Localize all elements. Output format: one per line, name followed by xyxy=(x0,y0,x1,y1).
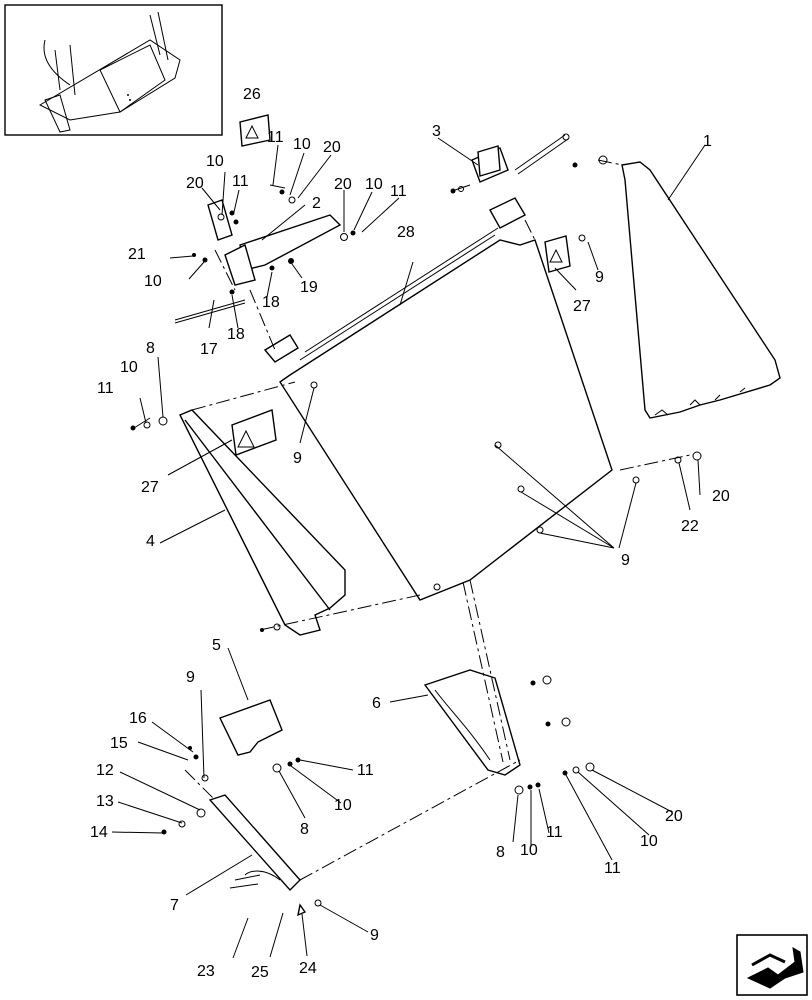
callout-25: 25 xyxy=(251,964,269,981)
callout-11: 11 xyxy=(546,824,563,841)
callout-16: 16 xyxy=(129,710,147,727)
next-page-arrow-icon[interactable] xyxy=(736,934,808,996)
callout-10: 10 xyxy=(365,176,383,193)
callout-24: 24 xyxy=(299,960,317,977)
callout-10: 10 xyxy=(334,797,352,814)
callout-11: 11 xyxy=(232,173,249,190)
callout-4: 4 xyxy=(146,533,155,550)
callout-17: 17 xyxy=(200,341,218,358)
callout-18: 18 xyxy=(227,326,245,343)
callout-9: 9 xyxy=(293,450,302,467)
callout-2: 2 xyxy=(312,195,321,212)
callout-27: 27 xyxy=(573,298,591,315)
callout-10: 10 xyxy=(206,153,224,170)
callout-10: 10 xyxy=(120,359,138,376)
callout-19: 19 xyxy=(300,279,318,296)
callout-1: 1 xyxy=(703,133,712,150)
lower-right-bracket xyxy=(423,669,521,776)
callout-20: 20 xyxy=(712,488,730,505)
lower-left-bracket xyxy=(208,699,301,892)
hinge-bracket xyxy=(454,133,570,191)
callout-11: 11 xyxy=(97,380,114,397)
callout-9: 9 xyxy=(186,669,195,686)
callout-20: 20 xyxy=(186,175,204,192)
callout-20: 20 xyxy=(665,808,683,825)
callout-6: 6 xyxy=(372,695,381,712)
callout-11: 11 xyxy=(390,183,407,200)
callout-9: 9 xyxy=(621,552,630,569)
callout-13: 13 xyxy=(96,793,114,810)
callout-11: 11 xyxy=(267,129,284,146)
callout-8: 8 xyxy=(146,340,155,357)
leader-lines xyxy=(111,137,706,959)
callout-22: 22 xyxy=(681,518,699,535)
callout-9: 9 xyxy=(595,269,604,286)
callout-8: 8 xyxy=(300,821,309,838)
callout-5: 5 xyxy=(212,637,221,654)
callout-20: 20 xyxy=(323,139,341,156)
callout-11: 11 xyxy=(357,762,374,779)
warning-decal-icon xyxy=(231,114,571,456)
callout-8: 8 xyxy=(496,844,505,861)
main-panel xyxy=(263,197,613,601)
callout-20: 20 xyxy=(334,176,352,193)
callout-26: 26 xyxy=(243,86,261,103)
callout-10: 10 xyxy=(293,136,311,153)
callout-3: 3 xyxy=(432,123,441,140)
callout-21: 21 xyxy=(128,246,146,263)
callout-labels: 1 2 3 4 5 6 7 8 8 8 9 9 9 9 9 10 10 10 1… xyxy=(90,86,730,981)
upper-bracket xyxy=(174,199,342,324)
callout-14: 14 xyxy=(90,824,108,841)
callout-28: 28 xyxy=(397,224,415,241)
callout-11: 11 xyxy=(604,860,621,877)
callout-10: 10 xyxy=(520,842,538,859)
callout-23: 23 xyxy=(197,963,215,980)
callout-7: 7 xyxy=(170,897,179,914)
callout-27: 27 xyxy=(141,479,159,496)
left-side-shield xyxy=(179,409,346,636)
callout-18: 18 xyxy=(262,294,280,311)
callout-10: 10 xyxy=(640,833,658,850)
callout-9: 9 xyxy=(370,927,379,944)
callout-15: 15 xyxy=(110,735,128,752)
callout-12: 12 xyxy=(96,762,114,779)
overview-thumbnail xyxy=(4,4,223,136)
callout-10: 10 xyxy=(144,273,162,290)
right-side-shield xyxy=(621,161,781,419)
